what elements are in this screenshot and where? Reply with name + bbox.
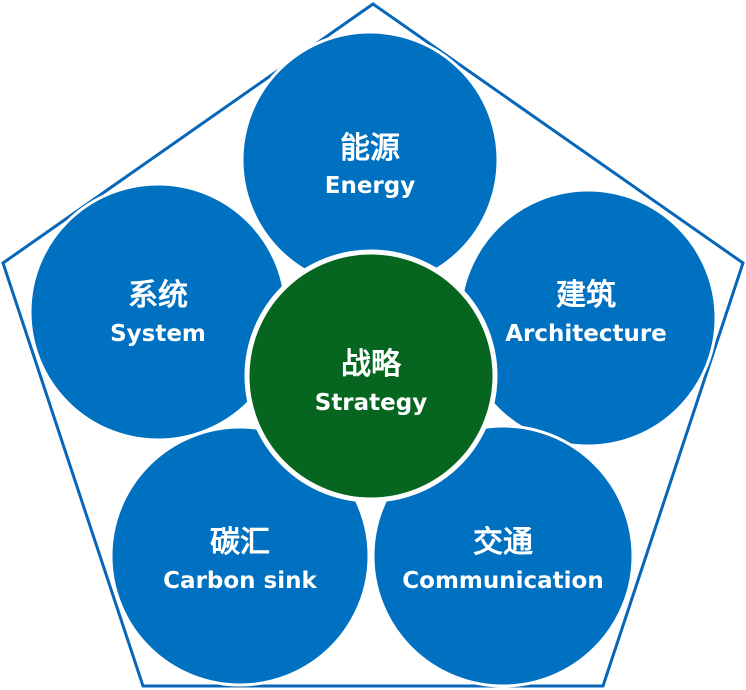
node-carbon-sink: 碳汇 Carbon sink	[109, 425, 371, 687]
node-label-zh: 交通	[473, 525, 533, 560]
node-strategy-center: 战略 Strategy	[244, 249, 498, 503]
node-label-zh: 能源	[340, 131, 400, 166]
node-system: 系统 System	[28, 182, 288, 442]
node-label-en: System	[110, 321, 206, 347]
node-architecture: 建筑 Architecture	[458, 188, 718, 448]
node-communication: 交通 Communication	[371, 424, 635, 688]
node-label-zh: 建筑	[556, 278, 616, 313]
node-energy: 能源 Energy	[240, 30, 500, 290]
node-label-en: Carbon sink	[163, 568, 317, 594]
node-label-en: Energy	[325, 173, 415, 199]
node-label-zh: 系统	[128, 278, 188, 313]
node-label-zh: 碳汇	[210, 525, 270, 560]
node-label-en: Communication	[402, 568, 603, 594]
center-label-zh: 战略	[341, 347, 402, 382]
node-label-en: Architecture	[505, 321, 667, 347]
center-label-en: Strategy	[315, 390, 427, 416]
